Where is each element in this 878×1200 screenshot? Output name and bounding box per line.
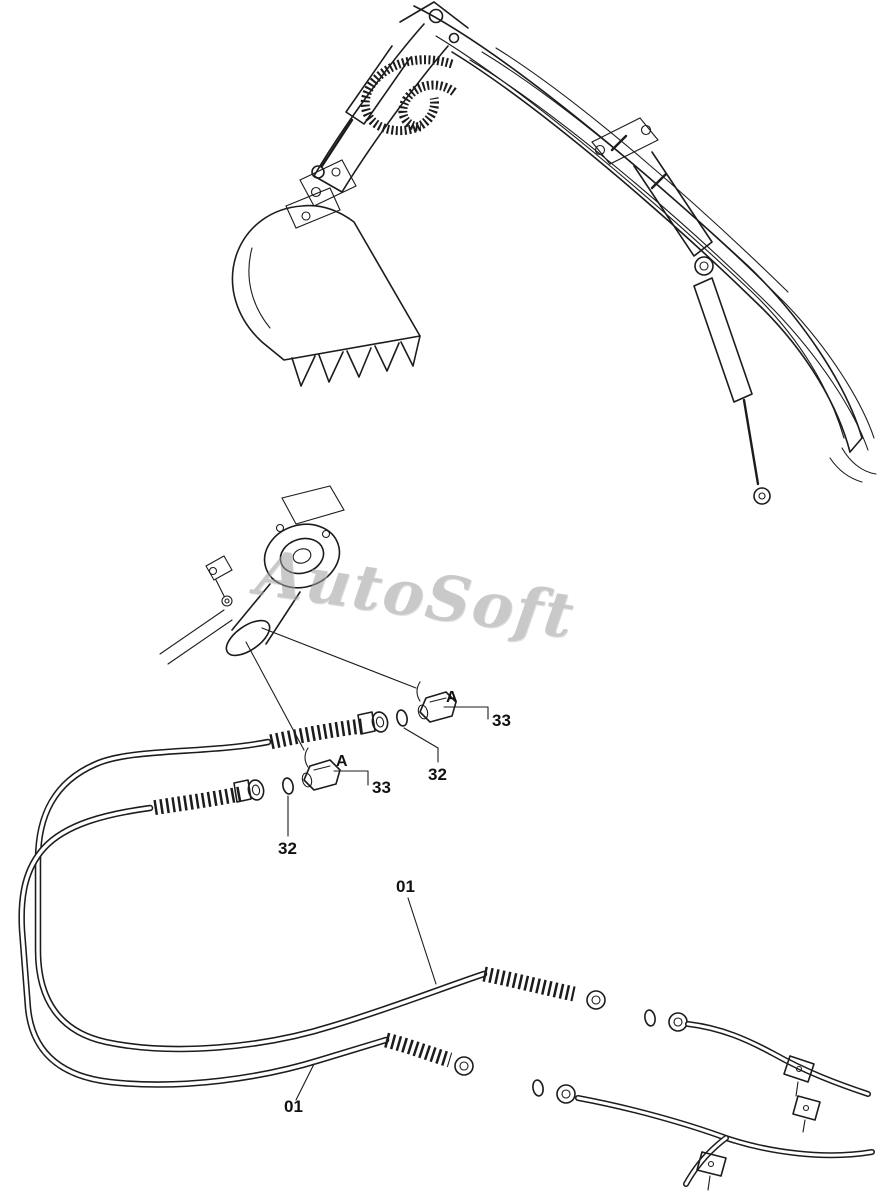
hose-end-fitting [586, 990, 606, 1010]
pipe-assembly-upper [644, 1009, 871, 1133]
boom-hose-lines [469, 47, 877, 483]
callout-detail-a-lower: A [336, 753, 348, 770]
o-ring-32-lower [282, 777, 294, 795]
callout-bracket [443, 706, 489, 720]
pipe-assembly-lower [532, 1079, 875, 1191]
arm-cylinder [591, 117, 714, 276]
callout-01-upper: 01 [396, 877, 415, 896]
elbow-fitting-33-upper [417, 691, 457, 723]
leader-line-01-lower [295, 1063, 315, 1101]
leader-line-01-upper [407, 897, 437, 985]
callout-32-upper: 32 [428, 765, 447, 784]
hose-end-fitting [233, 779, 265, 803]
bucket-linkage [285, 159, 357, 229]
detail-tick [304, 747, 309, 768]
coil-section [150, 786, 242, 816]
pipe-clamp [696, 1151, 727, 1191]
callout-32-lower: 32 [278, 839, 297, 858]
hydraulic-hose-01-lower [18, 779, 474, 1088]
leader-line-swivel-to-upper-fitting [261, 627, 417, 689]
boom [399, 1, 863, 453]
front-attachment-drawing [231, 1, 877, 505]
bucket [231, 204, 421, 387]
callout-group-lower-A: A 33 32 [278, 747, 391, 858]
callout-33-lower: 33 [372, 778, 391, 797]
pipe-nut [668, 1012, 688, 1032]
callout-33-upper: 33 [492, 711, 511, 730]
bucket-teeth [291, 335, 421, 387]
callout-bracket [333, 770, 369, 786]
callout-group-01-upper: 01 [396, 877, 437, 985]
coil-section [482, 966, 576, 1002]
arm [313, 23, 449, 193]
coil-section [268, 718, 363, 750]
swivel-joint-drawing [159, 485, 417, 751]
pipe-nut [556, 1084, 576, 1104]
o-ring [532, 1079, 544, 1097]
boom-cylinder [693, 277, 771, 505]
detail-tick [416, 681, 421, 702]
coil-section [384, 1032, 453, 1068]
hose-end-fitting [454, 1056, 474, 1076]
hose-end-fitting [357, 711, 389, 735]
callout-group-01-lower: 01 [284, 1063, 315, 1116]
o-ring [644, 1009, 656, 1027]
elbow-fitting-33-lower [301, 759, 341, 791]
perspective-lines [159, 609, 233, 665]
o-ring-32-upper [396, 709, 408, 727]
hydraulic-hose-01-upper [34, 711, 606, 1053]
pipe-clamp [783, 1055, 815, 1097]
leader-line-32-upper [403, 727, 439, 763]
callout-group-upper-A: A 33 32 [403, 681, 511, 784]
callout-detail-a-upper: A [446, 689, 458, 706]
callout-01-lower: 01 [284, 1097, 303, 1116]
pipe-clamp [792, 1095, 821, 1133]
coiled-hoses-boom-head [360, 55, 457, 136]
